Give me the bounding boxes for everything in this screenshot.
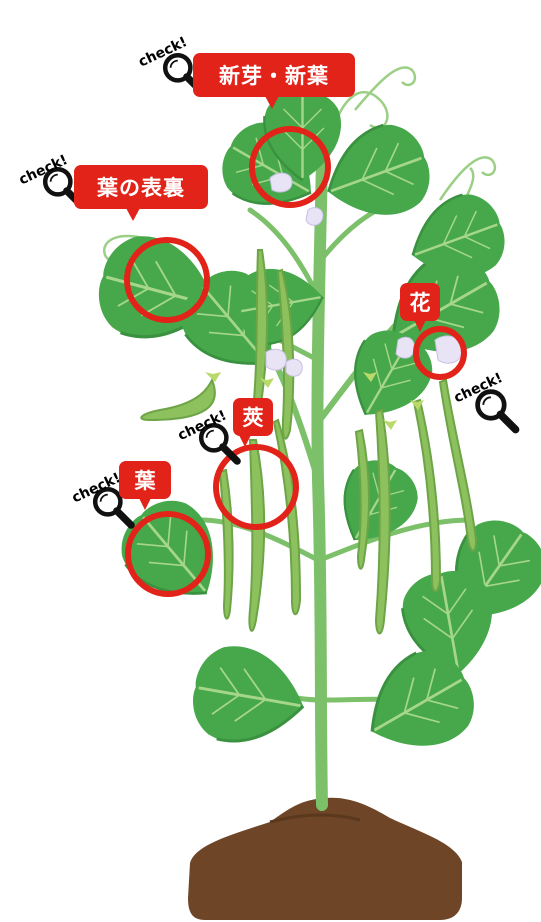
callout-new-shoots-leaves: 新芽・新葉 [193,53,355,97]
callout-flower: 花 [400,283,440,321]
magnifier-icon [478,392,516,430]
callout-leaf: 葉 [119,461,171,499]
callout-pod: 莢 [233,398,273,436]
callout-leaf-front-back: 葉の表裏 [74,165,208,209]
